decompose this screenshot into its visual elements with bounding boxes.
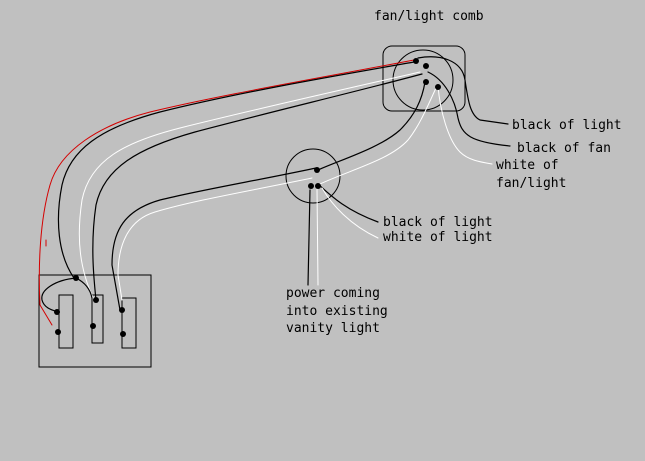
terminal-dot bbox=[55, 329, 61, 335]
vanity-white-lead bbox=[321, 187, 379, 239]
white-of-label-line2: fan/light bbox=[496, 176, 566, 191]
terminal-dot bbox=[54, 309, 60, 315]
power-white-wire bbox=[316, 187, 319, 286]
terminal-dot bbox=[413, 58, 419, 64]
terminal-dot bbox=[119, 307, 125, 313]
labels: fan/light comb black of light black of f… bbox=[286, 9, 622, 336]
terminal-dot bbox=[90, 323, 96, 329]
switch-1-loop-wire bbox=[41, 277, 77, 313]
terminal-dot bbox=[314, 167, 320, 173]
power-label-line1: power coming bbox=[286, 286, 380, 301]
fan-black-of-fan-lead bbox=[427, 71, 511, 147]
switch-1 bbox=[58, 294, 74, 349]
terminal-dot bbox=[308, 183, 314, 189]
black-of-light-top-label: black of light bbox=[512, 118, 622, 133]
black-wire-1 bbox=[57, 61, 415, 279]
fan-black-of-light-lead bbox=[417, 56, 509, 125]
switch-box bbox=[38, 274, 152, 368]
red-wire bbox=[38, 59, 415, 326]
white-wire-3 bbox=[319, 87, 437, 185]
power-black-wire bbox=[307, 189, 311, 286]
fan-white-lead bbox=[437, 85, 493, 165]
black-wire-2 bbox=[92, 73, 423, 301]
power-label-line2: into existing bbox=[286, 304, 388, 319]
black-wire-4 bbox=[317, 81, 426, 171]
white-wire-1 bbox=[78, 71, 421, 301]
fan-light-connector-circle bbox=[392, 49, 454, 111]
power-label-line3: vanity light bbox=[286, 321, 380, 336]
switch-2 bbox=[91, 294, 104, 344]
black-of-fan-label: black of fan bbox=[517, 141, 611, 156]
terminals bbox=[54, 58, 441, 337]
white-wire-2 bbox=[117, 177, 313, 301]
white-of-label-line1: white of bbox=[496, 158, 559, 173]
terminal-dot bbox=[73, 275, 79, 281]
white-of-light-label: white of light bbox=[383, 230, 493, 245]
switch-3 bbox=[121, 297, 137, 349]
black-wire-3 bbox=[111, 167, 317, 311]
black-of-light-mid-label: black of light bbox=[383, 215, 493, 230]
terminal-dot bbox=[423, 79, 429, 85]
terminal-dot bbox=[435, 84, 441, 90]
terminal-dot bbox=[315, 183, 321, 189]
fan-light-comb-label: fan/light comb bbox=[374, 9, 484, 24]
terminal-dot bbox=[423, 63, 429, 69]
terminal-dot bbox=[93, 297, 99, 303]
vanity-black-lead bbox=[317, 183, 379, 223]
terminal-dot bbox=[120, 331, 126, 337]
wires bbox=[38, 56, 511, 326]
switch-box-outline bbox=[38, 274, 152, 368]
